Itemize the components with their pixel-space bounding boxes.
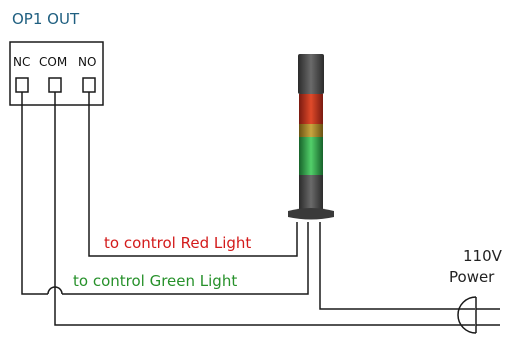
terminal-screw-nc	[15, 77, 29, 93]
green-line-label: to control Green Light	[73, 272, 237, 290]
terminal-label-nc: NC	[13, 55, 30, 69]
wire-com	[54, 92, 475, 326]
tower-base	[299, 175, 323, 211]
relay-box	[9, 41, 104, 106]
power-voltage-label: 110V	[463, 247, 503, 265]
terminal-screw-no	[82, 77, 96, 93]
amber-band	[299, 124, 323, 137]
wire-tower-common	[319, 222, 475, 310]
wire-green	[62, 222, 309, 295]
wire-nc	[21, 92, 48, 295]
plug-body	[457, 296, 477, 334]
terminal-label-no: NO	[78, 55, 96, 69]
stack-light-tower	[288, 54, 334, 220]
red-light	[299, 94, 323, 124]
relay-terminal-block: NC COM NO	[9, 41, 104, 106]
relay-title: OP1 OUT	[12, 10, 80, 28]
tower-cap	[298, 54, 324, 94]
red-line-label: to control Red Light	[104, 234, 251, 252]
wire-red	[88, 92, 298, 257]
power-plug-icon	[457, 296, 500, 334]
power-label: Power	[449, 268, 495, 286]
terminal-label-com: COM	[39, 55, 67, 69]
green-light	[299, 137, 323, 175]
terminal-screw-com	[48, 77, 62, 93]
tower-mount	[288, 208, 334, 220]
wires	[21, 92, 475, 326]
